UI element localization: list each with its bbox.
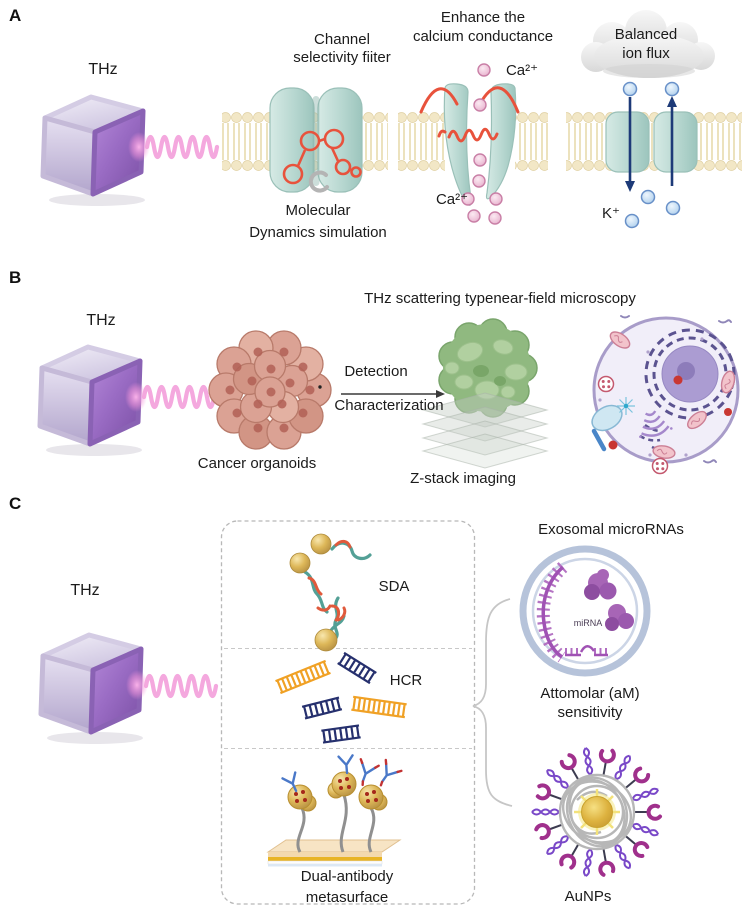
thz-cube — [43, 97, 150, 194]
antibody — [337, 754, 356, 775]
thz-wave — [144, 387, 214, 407]
mirna-hairpin — [565, 645, 608, 657]
metasurface-caption-line1: Dual-antibody — [300, 868, 394, 885]
aunps-caption: AuNPs — [564, 888, 612, 905]
protein-blobs — [584, 569, 634, 631]
selectivity-filter-channel — [269, 87, 363, 193]
panel-b-title: THz scattering typenear-field microscopy — [364, 290, 636, 307]
cancer-organoids-caption: Cancer organoids — [197, 455, 317, 472]
box-dividers — [224, 648, 472, 749]
cube-shadow — [46, 444, 142, 456]
polymer-tangle — [558, 773, 636, 851]
dashed-method-box — [220, 520, 476, 905]
zstack-caption: Z-stack imaging — [410, 470, 516, 487]
calcium-channel — [419, 63, 520, 225]
potassium-channels — [605, 81, 698, 229]
thz-cube — [40, 347, 147, 444]
enhance-title-line2: calcium conductance — [412, 28, 554, 45]
thz-red-waves — [419, 86, 520, 143]
sensitivity-line1: Attomolar (aM) — [540, 685, 640, 702]
metasurface-caption-line2: metasurface — [305, 889, 389, 906]
gold-bead — [314, 628, 338, 652]
balanced-ion-flux-cloud — [581, 10, 715, 78]
gold-nanoparticles — [287, 771, 388, 812]
exosome-illustration — [519, 545, 651, 677]
thz-wave — [147, 137, 217, 157]
ca-label-top: Ca²⁺ — [505, 62, 539, 79]
thz-label-c: THz — [70, 582, 100, 599]
hcr-label: HCR — [389, 672, 423, 689]
channel-filter-title-line2: selectivity fiiter — [293, 49, 391, 66]
md-caption-line1: Molecular — [285, 202, 351, 219]
golgi — [639, 410, 673, 439]
enhance-title-line1: Enhance the — [440, 9, 526, 26]
sda-label: SDA — [378, 578, 410, 595]
md-caption-line2: Dynamics simulation — [249, 224, 387, 241]
ca-label-bottom: Ca²⁺ — [435, 191, 469, 208]
thz-label-a: THz — [88, 61, 118, 78]
detection-arrow — [318, 385, 445, 398]
organoid-spots — [444, 339, 528, 400]
panel-a-graphics — [43, 10, 742, 229]
red-vesicle — [608, 440, 618, 450]
organoid-dark-spots — [473, 365, 506, 386]
brace — [472, 598, 513, 807]
exosomal-title: Exosomal microRNAs — [538, 521, 684, 538]
thz-label-b: THz — [86, 312, 116, 329]
cell-nuclei — [225, 347, 315, 433]
red-vesicle — [673, 375, 683, 385]
lipid-membrane — [398, 112, 445, 171]
squiggles — [620, 315, 732, 464]
molecular-structure — [282, 128, 362, 185]
cytoplasm-dots — [598, 337, 704, 457]
red-vesicle — [724, 408, 732, 416]
detection-label: Detection — [344, 363, 408, 380]
mirna-strand — [536, 562, 568, 663]
sda-illustration — [289, 533, 372, 652]
characterization-label: Characterization — [334, 397, 444, 414]
panel-b-label: B — [9, 268, 22, 287]
panel-a-label: A — [9, 6, 22, 25]
grey-c-shape — [308, 170, 329, 193]
panel-b-graphics — [40, 315, 740, 475]
cancer-organoid — [208, 330, 332, 450]
vesicle — [651, 457, 669, 475]
mirna-label: miRNA — [573, 618, 603, 628]
k-label: K⁺ — [602, 205, 620, 222]
potassium-ions — [622, 81, 681, 229]
vesicle — [597, 375, 615, 393]
gold-core — [581, 796, 613, 828]
panel-c-graphics — [41, 520, 662, 905]
aunp-illustration — [531, 746, 662, 878]
z-stack-plates — [421, 392, 549, 469]
channel-filter-title-line1: Channel — [314, 31, 370, 48]
tether-stalks — [296, 794, 376, 853]
sensitivity-line2: sensitivity — [557, 704, 623, 721]
metasurface-illustration — [266, 754, 403, 867]
cloud-title-line1: Balanced — [614, 26, 678, 43]
gold-bead — [289, 552, 311, 574]
gold-bead — [310, 533, 332, 555]
thz-cube — [41, 635, 148, 732]
vacuole — [591, 404, 623, 432]
centriole — [617, 397, 635, 415]
thz-wave — [146, 676, 216, 696]
cube-shadow — [49, 194, 145, 206]
lipid-membrane — [515, 112, 548, 171]
cloud-title-line2: ion flux — [622, 45, 670, 62]
green-organoid — [438, 318, 538, 418]
cube-shadow — [47, 732, 143, 744]
blue-rod — [591, 428, 607, 452]
core-glow — [574, 789, 620, 835]
panel-c-label: C — [9, 494, 22, 513]
cell-illustration — [591, 315, 740, 475]
ion-flux-arrows — [625, 96, 677, 192]
hcr-illustration — [274, 651, 408, 744]
antibody-red-tip — [351, 758, 380, 790]
antibody-red-tip — [371, 758, 403, 792]
calcium-ions — [461, 63, 503, 225]
